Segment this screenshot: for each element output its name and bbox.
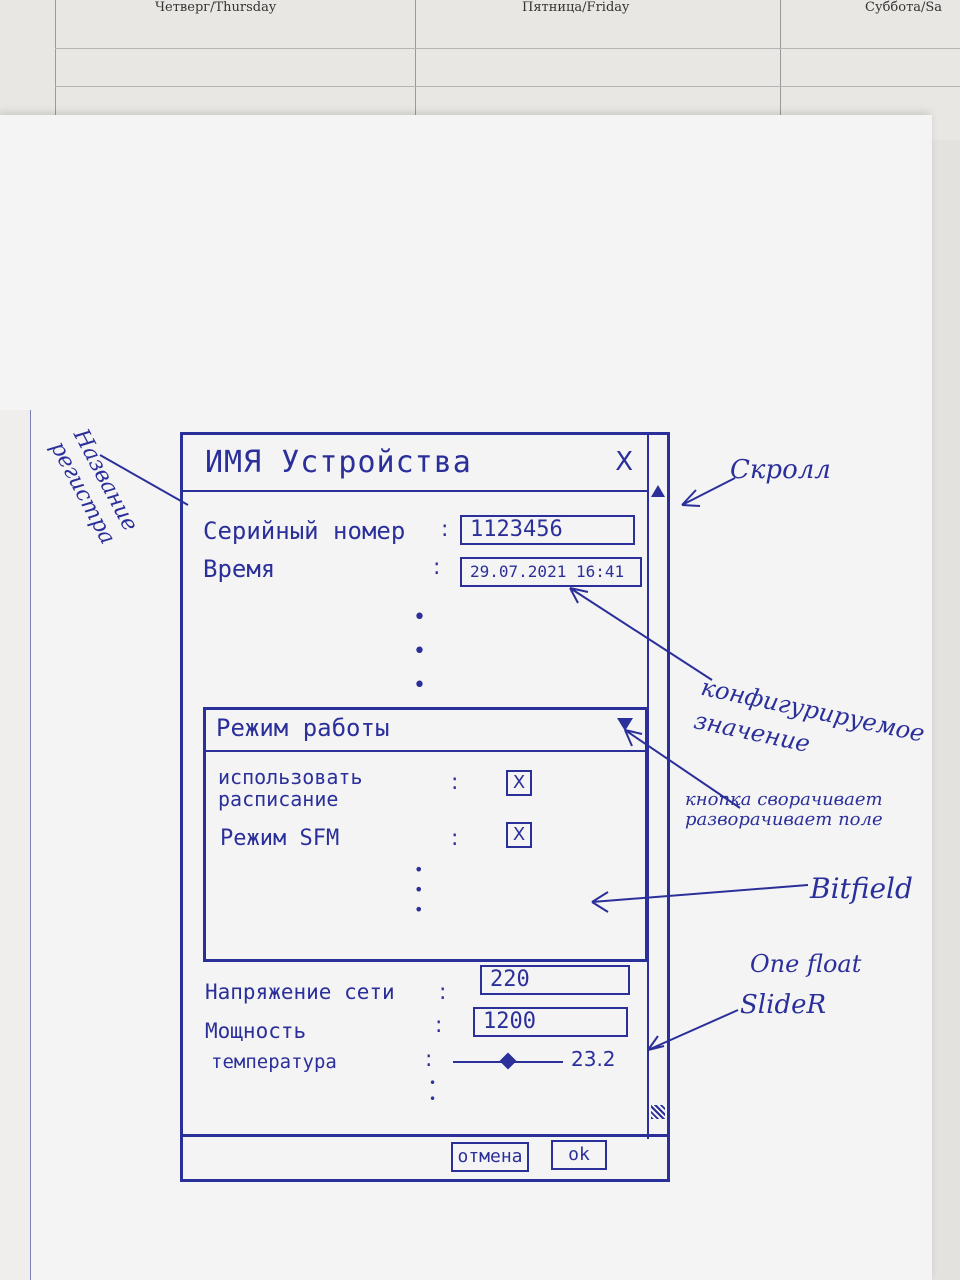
dialog-titlebar: ИМЯ Устройства X (183, 435, 649, 492)
arrow-slider (647, 1009, 739, 1051)
power-label: Мощность (205, 1019, 307, 1043)
scrollbar[interactable] (647, 435, 667, 1139)
background-sheet-left (0, 410, 31, 1280)
annotation-slider: SlideR (740, 990, 827, 1020)
sfm-mode-label: Режим SFM (220, 826, 340, 851)
planner-day-thursday: Четверг/Thursday (155, 0, 277, 15)
use-schedule-label-line2: расписание (218, 787, 339, 811)
sketch-paper (0, 115, 932, 1280)
scroll-up-arrow-icon[interactable] (651, 485, 665, 497)
arrow-bitfield (591, 884, 809, 913)
collapse-triangle-icon[interactable] (617, 718, 633, 731)
ellipsis-dots: ••• (414, 860, 424, 919)
background-sheet (930, 140, 960, 1280)
ok-button[interactable]: ok (551, 1140, 607, 1170)
field-colon: : (425, 1047, 433, 1072)
planner-day-friday: Пятница/Friday (522, 0, 630, 15)
field-colon: : (435, 1013, 443, 1038)
dialog-footer: отмена ok (183, 1134, 667, 1179)
field-colon: : (433, 555, 441, 580)
use-schedule-checkbox[interactable]: X (506, 770, 532, 796)
field-colon: : (441, 517, 449, 542)
annotation-scroll: Скролл (730, 455, 831, 485)
serial-number-field[interactable]: 1123456 (460, 515, 635, 545)
serial-number-label: Серийный номер (203, 517, 406, 545)
scroll-down-handle-icon[interactable] (651, 1105, 665, 1119)
annotation-bitfield: Bitfield (810, 872, 913, 905)
voltage-field[interactable]: 220 (480, 965, 630, 995)
voltage-label: Напряжение сети (205, 980, 395, 1004)
field-colon: : (451, 826, 459, 851)
planner-rule (415, 0, 416, 140)
cancel-button[interactable]: отмена (451, 1142, 529, 1172)
group-header[interactable]: Режим работы (206, 710, 645, 752)
field-colon: : (451, 770, 459, 795)
planner-rule (55, 0, 56, 140)
sfm-mode-checkbox[interactable]: X (506, 822, 532, 848)
use-schedule-label-line1: использовать (218, 765, 363, 789)
close-icon[interactable]: X (615, 447, 633, 477)
arrow-scroll (681, 477, 736, 507)
group-title: Режим работы (216, 714, 390, 742)
time-label: Время (203, 555, 276, 583)
planner-row (55, 48, 960, 49)
temperature-value: 23.2 (571, 1047, 616, 1071)
device-dialog: ИМЯ Устройства X Серийный номер : 112345… (180, 432, 670, 1182)
arrow-collapse (624, 729, 741, 809)
ellipsis-dots: ••• (413, 605, 426, 698)
planner-day-saturday: Суббота/Sa (865, 0, 943, 15)
annotation-one-float: One float (750, 950, 862, 978)
planner-row (55, 86, 960, 87)
arrow-register-name (99, 454, 189, 506)
planner-rule (780, 0, 781, 140)
ellipsis-dots: •• (429, 1076, 437, 1106)
field-colon: : (439, 980, 447, 1005)
temperature-label: температура (211, 1051, 337, 1073)
dialog-title: ИМЯ Устройства (205, 445, 472, 480)
power-field[interactable]: 1200 (473, 1007, 628, 1037)
arrow-configurable (569, 587, 713, 681)
time-field[interactable]: 29.07.2021 16:41 (460, 557, 642, 587)
